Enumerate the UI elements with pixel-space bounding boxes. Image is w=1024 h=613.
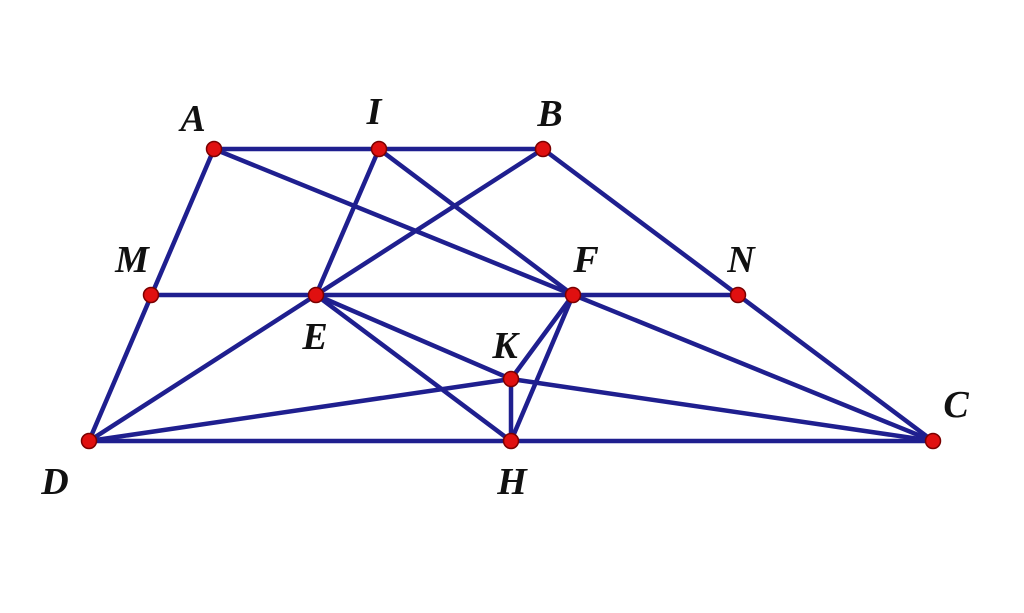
point-D bbox=[80, 432, 98, 450]
point-label-K: K bbox=[491, 325, 520, 367]
segment-EK bbox=[313, 292, 514, 382]
point-B bbox=[534, 140, 552, 158]
point-F bbox=[564, 286, 582, 304]
point-label-E: E bbox=[301, 316, 327, 358]
segment-KC bbox=[508, 376, 936, 444]
point-K bbox=[502, 370, 520, 388]
point-N bbox=[729, 286, 747, 304]
point-I bbox=[370, 140, 388, 158]
point-C bbox=[924, 432, 942, 450]
point-label-C: C bbox=[943, 384, 969, 426]
point-H bbox=[502, 432, 520, 450]
segment-FH bbox=[508, 292, 576, 444]
segment-IE bbox=[313, 146, 382, 298]
point-label-M: M bbox=[114, 239, 150, 281]
segment-EH bbox=[313, 292, 514, 444]
point-label-D: D bbox=[40, 461, 68, 503]
point-M bbox=[142, 286, 160, 304]
segment-BE bbox=[313, 146, 546, 298]
point-label-A: A bbox=[178, 98, 205, 140]
segment-IF bbox=[376, 146, 576, 298]
segment-DK bbox=[86, 376, 514, 444]
point-label-H: H bbox=[496, 461, 528, 503]
labels: A I B M E F N K D H C bbox=[40, 91, 969, 503]
point-label-F: F bbox=[572, 239, 598, 281]
points bbox=[80, 140, 942, 450]
segment-FK bbox=[508, 292, 576, 382]
point-label-B: B bbox=[536, 93, 562, 135]
point-label-I: I bbox=[366, 91, 383, 133]
point-label-N: N bbox=[726, 239, 756, 281]
point-E bbox=[307, 286, 325, 304]
segment-ED bbox=[86, 292, 319, 444]
point-A bbox=[205, 140, 223, 158]
segments bbox=[86, 146, 936, 444]
